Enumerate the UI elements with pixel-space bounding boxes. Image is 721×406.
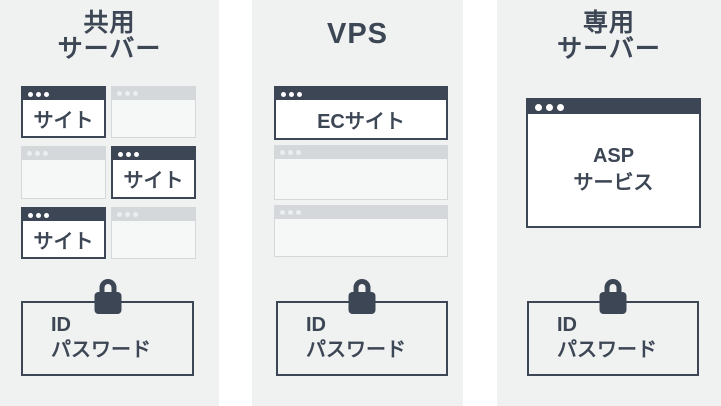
browser-window-inactive [111,207,196,259]
column-title: 専用 サーバー [497,10,721,62]
window-dot-icon [280,150,285,155]
browser-window-inactive [21,146,106,199]
window-dot-icon [297,91,302,97]
site-label: サイト [123,170,184,192]
window-dot-icon [557,103,564,111]
column-title-line: VPS [326,18,389,50]
browser-window-active: ASP サービス [526,98,701,228]
window-dot-icon [117,212,122,217]
window-dot-icon [288,210,293,215]
window-titlebar [22,147,105,160]
site-label: サイト [33,109,94,132]
window-dot-icon [546,103,553,111]
credential-box: ID パスワード [527,279,699,376]
column-title-line: サーバー [557,35,661,63]
window-dot-icon [296,210,301,215]
window-dot-icon [118,151,123,157]
browser-window-inactive [274,145,448,200]
window-dot-icon [36,212,41,218]
window-dot-icon [134,151,139,157]
column-title-line: 共用 [83,9,136,37]
window-dot-icon [288,150,293,155]
window-dot-icon [281,91,286,97]
window-dot-icon [117,91,122,96]
browser-window-active: サイト [21,86,106,138]
window-dot-icon [43,151,48,156]
window-dot-icon [36,91,41,97]
window-titlebar [23,88,104,100]
credential-password-label: パスワード [557,339,657,361]
window-dot-icon [28,91,33,97]
lock-icon [599,279,627,315]
window-dot-icon [133,91,138,96]
window-dot-icon [126,151,131,157]
column-dedicated-server: 専用 サーバー ASP サービス ID パスワード [497,0,721,406]
column-title: 共用 サーバー [0,10,219,62]
window-dot-icon [28,212,33,218]
column-shared-server: 共用 サーバー サイト サイト [0,0,219,406]
window-dot-icon [280,210,285,215]
window-dot-icon [125,91,130,96]
window-titlebar [528,100,699,114]
column-title-line: 専用 [582,9,635,37]
credential-id-label: ID [51,314,71,336]
window-titlebar [112,208,195,221]
credential-password-label: パスワード [51,339,151,361]
window-dot-icon [44,91,49,97]
browser-window-active: サイト [111,146,196,199]
window-titlebar [275,206,447,219]
credential-id-label: ID [557,314,577,336]
window-dot-icon [27,151,32,156]
window-dot-icon [44,212,49,218]
window-titlebar [112,87,195,100]
credential-id-label: ID [306,314,326,336]
window-titlebar [23,209,104,221]
browser-window-inactive [274,205,448,257]
window-dot-icon [535,103,542,111]
column-title-line: サーバー [57,35,162,63]
column-title: VPS [252,19,463,49]
lock-icon [94,279,121,315]
window-titlebar [276,88,446,100]
site-label: サイト [33,230,94,253]
window-titlebar [113,148,194,160]
window-titlebar [275,146,447,159]
window-dot-icon [133,212,138,217]
window-dot-icon [289,91,294,97]
window-dot-icon [296,150,301,155]
site-label: ECサイト [317,110,405,133]
credential-password-label: パスワード [306,339,406,361]
browser-window-active: ECサイト [274,86,448,140]
credential-box: ID パスワード [276,279,448,376]
browser-window-active: サイト [21,207,106,259]
column-vps: VPS ECサイト ID パスワード [252,0,463,406]
lock-icon [348,279,376,315]
window-dot-icon [125,212,130,217]
window-dot-icon [35,151,40,156]
credential-box: ID パスワード [21,279,194,376]
site-label: ASP サービス [573,145,654,194]
browser-window-inactive [111,86,196,138]
